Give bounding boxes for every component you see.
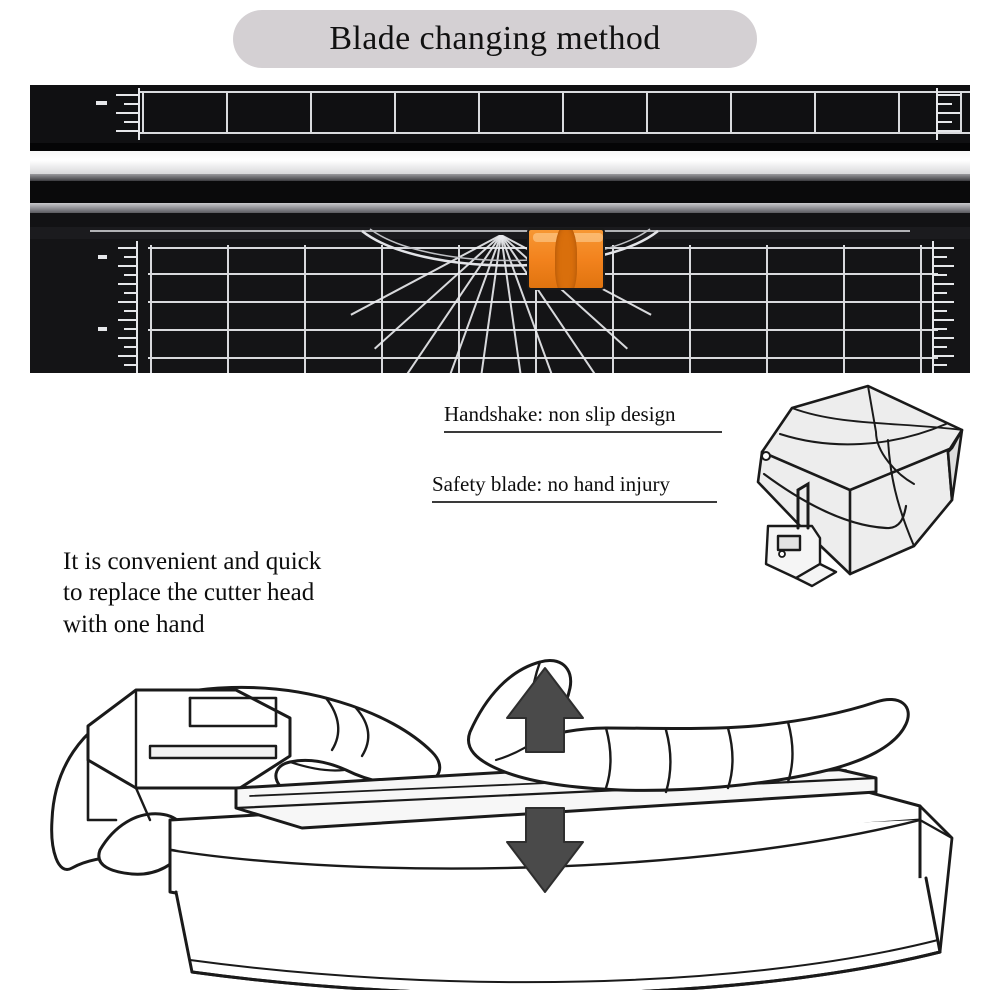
callout-safety-blade-leader-line [432,501,717,504]
photo-right-ruler [926,241,970,373]
photo-rail-lower-dark [30,213,970,227]
down-arrow [506,807,584,893]
lead-text-line-1: It is convenient and quick [63,548,322,575]
paper-trimmer-photo [30,85,970,373]
callout-safety-blade: Safety blade: no hand injury [432,472,717,504]
hands-replacing-cutter-head-drawing [50,659,954,990]
lead-text-line-2: to replace the cutter head [63,579,315,607]
orange-blade-holder[interactable] [527,228,605,290]
callout-handshake-leader-line [444,431,722,434]
photo-rail-shadow [30,174,970,181]
photo-rail-upper [30,151,970,174]
blade-cartridge-drawing [756,384,964,588]
title-banner: Blade changing method [233,10,757,68]
arrow-group [506,667,584,893]
photo-left-ruler [90,241,146,373]
lead-text: It is convenient and quick to replace th… [63,546,423,640]
blade-holder-notch [555,230,577,288]
photo-lower-mat [30,239,970,373]
callout-handshake-label: Handshake: non slip design [444,402,676,426]
page-title: Blade changing method [329,20,661,57]
photo-protractor-arc [361,228,659,267]
up-arrow [506,667,584,753]
callout-safety-blade-label: Safety blade: no hand injury [432,472,670,496]
lead-text-line-3: with one hand [63,610,205,638]
photo-gap-band [30,143,970,151]
photo-scale-strip [30,227,970,239]
photo-top-ruler-left [96,88,150,140]
photo-rail-dark-gap [30,181,970,203]
photo-rail-lower [30,203,970,213]
callout-handshake: Handshake: non slip design [444,402,722,434]
photo-upper-grid [30,85,970,143]
photo-top-ruler-right [928,88,970,140]
